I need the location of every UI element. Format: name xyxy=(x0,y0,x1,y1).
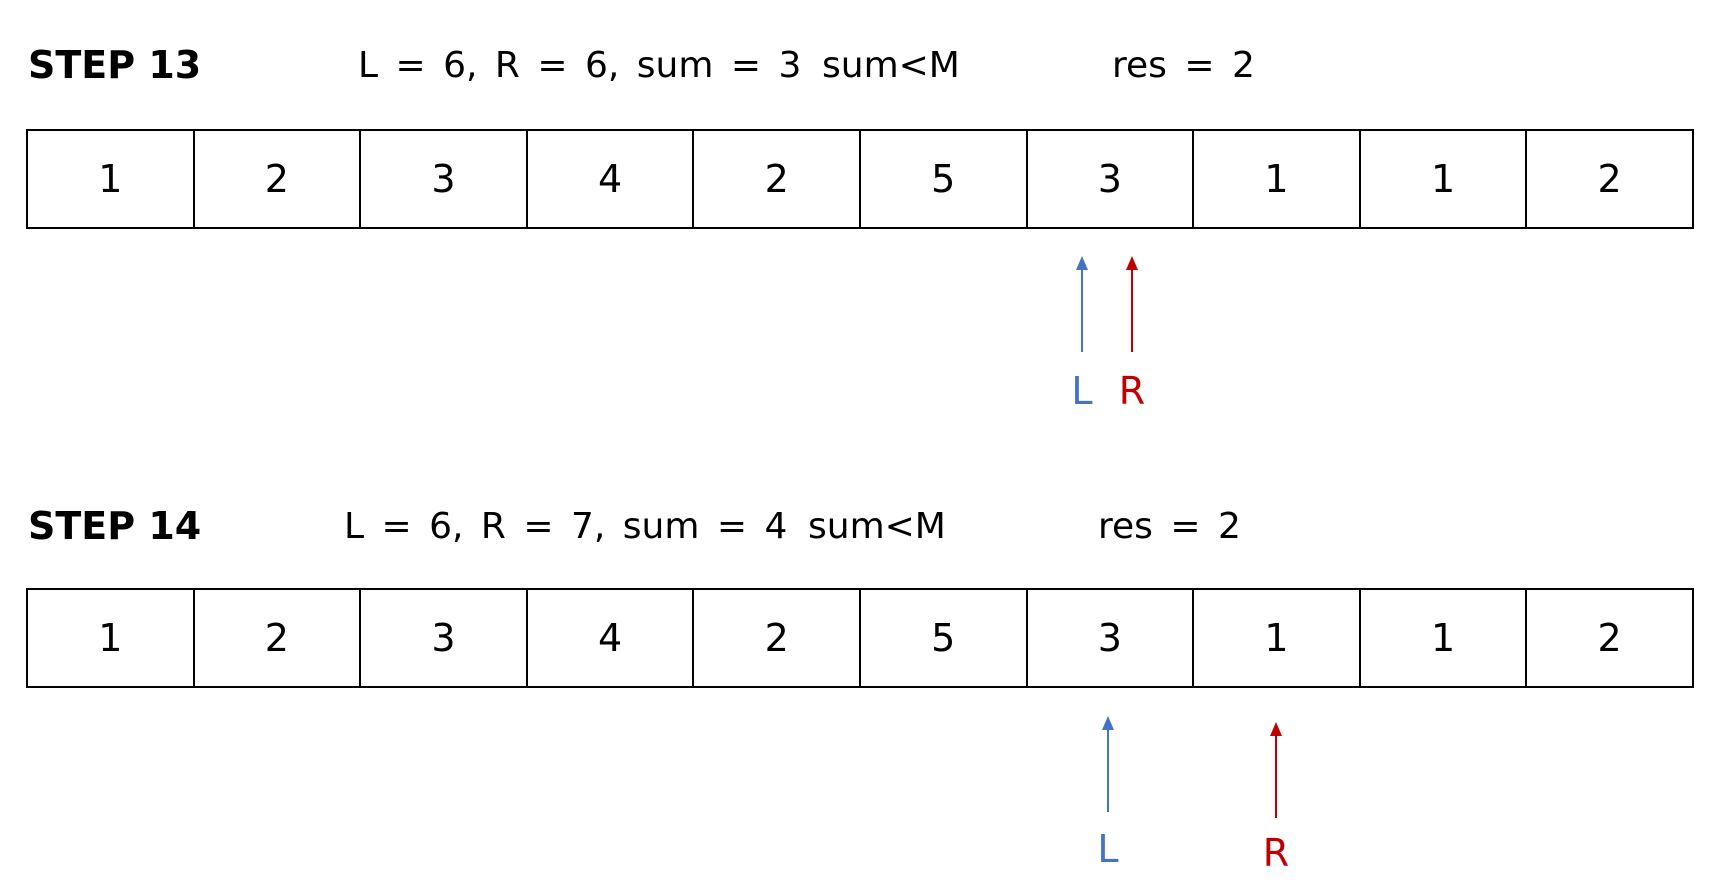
array-cell-4: 2 xyxy=(694,590,861,686)
pointer-state-text: L = 6, R = 6, sum = 3 xyxy=(358,45,802,86)
array-cell-7: 1 xyxy=(1194,590,1361,686)
array-cell-6: 3 xyxy=(1028,590,1195,686)
right-pointer-label: R xyxy=(1262,831,1290,875)
result-text: res = 2 xyxy=(1112,45,1255,86)
array-cell-0: 1 xyxy=(28,590,195,686)
array-cell-9: 2 xyxy=(1597,616,1622,660)
array-cell-8: 1 xyxy=(1361,131,1528,227)
array-cell-1: 2 xyxy=(195,590,362,686)
array-cell-6: 3 xyxy=(1028,131,1195,227)
pointer-state-text: L = 6, R = 7, sum = 4 xyxy=(344,506,788,547)
array-row: 1 2 3 4 2 5 3 1 1 2 xyxy=(26,588,1694,688)
step-14-panel: STEP 14 L = 6, R = 7, sum = 4 sum<M res … xyxy=(0,460,1734,872)
left-pointer-arrow-icon xyxy=(1062,256,1102,352)
step-13-panel: STEP 13 L = 6, R = 6, sum = 3 sum<M res … xyxy=(0,0,1734,410)
array-cell-7: 1 xyxy=(1194,131,1361,227)
array-cell-3: 4 xyxy=(528,131,695,227)
array-cell-1: 2 xyxy=(195,131,362,227)
array-cell-8: 1 xyxy=(1361,590,1528,686)
comparison-text: sum<M xyxy=(822,45,960,86)
array-cell-5: 5 xyxy=(861,590,1028,686)
array-cell-2: 3 xyxy=(361,131,528,227)
left-pointer-arrow-icon xyxy=(1088,716,1128,812)
left-pointer-label: L xyxy=(1097,827,1119,871)
result-text: res = 2 xyxy=(1098,506,1241,547)
step-title: STEP 13 xyxy=(28,43,202,87)
right-pointer-arrow-icon xyxy=(1256,722,1296,818)
array-row: 1 2 3 4 2 5 3 1 1 2 xyxy=(26,129,1694,229)
array-cell-5: 5 xyxy=(861,131,1028,227)
comparison-text: sum<M xyxy=(808,506,946,547)
right-pointer-arrow-icon xyxy=(1112,256,1152,352)
array-cell-0: 1 xyxy=(28,131,195,227)
array-cell-3: 4 xyxy=(528,590,695,686)
array-cell-2: 3 xyxy=(361,590,528,686)
array-cell-4: 2 xyxy=(694,131,861,227)
right-pointer-label: R xyxy=(1118,369,1146,413)
array-cell-9: 2 xyxy=(1597,157,1622,201)
step-title: STEP 14 xyxy=(28,504,202,548)
left-pointer-label: L xyxy=(1071,369,1093,413)
